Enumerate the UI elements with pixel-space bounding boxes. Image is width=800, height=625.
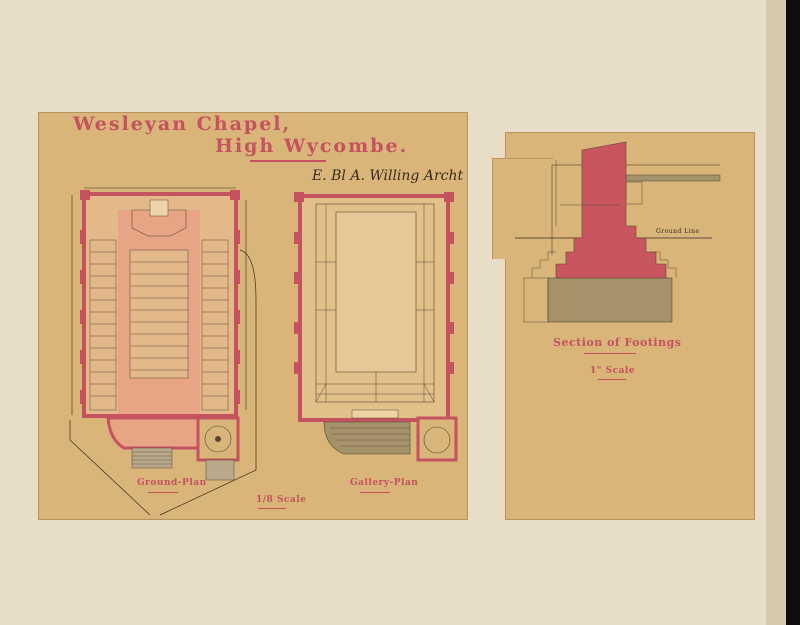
pews-center <box>129 249 189 379</box>
pulpit-platform <box>131 209 187 237</box>
architect-signature: E. Bl A. Willing Archt <box>312 168 464 184</box>
vestibule <box>106 416 202 450</box>
ground-plan <box>69 187 257 516</box>
ground-plan-label: Ground-Plan <box>137 478 207 488</box>
section-scale-label: 1" Scale <box>590 366 636 376</box>
footing-section <box>515 141 721 323</box>
gallery-plan-underline <box>360 492 390 493</box>
spiral-stair <box>204 425 232 453</box>
plans-scale-underline <box>258 508 286 509</box>
section-scale-underline <box>598 379 626 380</box>
pews-left <box>89 239 117 411</box>
ground-plan-walls <box>82 192 238 418</box>
title-underline <box>250 160 326 162</box>
front-gallery-seating <box>323 421 411 455</box>
side-steps <box>205 459 235 481</box>
title-line-2: High Wycombe. <box>215 135 409 157</box>
ground-line-label: Ground Line <box>656 228 700 235</box>
gallery-stair-tower <box>416 416 458 462</box>
gallery-plan <box>294 192 458 462</box>
site-boundary-right <box>159 249 257 516</box>
floor-joist <box>625 174 721 182</box>
gallery-plan-label: Gallery-Plan <box>350 478 419 488</box>
concrete-footing <box>547 277 673 323</box>
section-sheet-tab <box>492 158 553 259</box>
gallery-spiral-stair <box>423 426 451 454</box>
front-steps <box>131 447 173 469</box>
ground-plan-underline <box>148 492 178 493</box>
ground-plan-buttresses <box>80 190 240 404</box>
pulpit <box>149 199 169 217</box>
section-title-underline <box>584 353 636 354</box>
plans-scale-label: 1/8 Scale <box>256 495 307 505</box>
pews-right <box>201 239 229 411</box>
site-boundary-left <box>69 420 151 516</box>
brick-wall-footing <box>555 141 667 279</box>
section-title: Section of Footings <box>553 336 682 349</box>
title-line-1: Wesleyan Chapel, <box>73 113 292 135</box>
gallery-void <box>335 211 417 373</box>
gallery-plan-buttresses <box>294 192 454 374</box>
mount-edge <box>766 0 786 625</box>
organ-gallery <box>351 409 399 419</box>
